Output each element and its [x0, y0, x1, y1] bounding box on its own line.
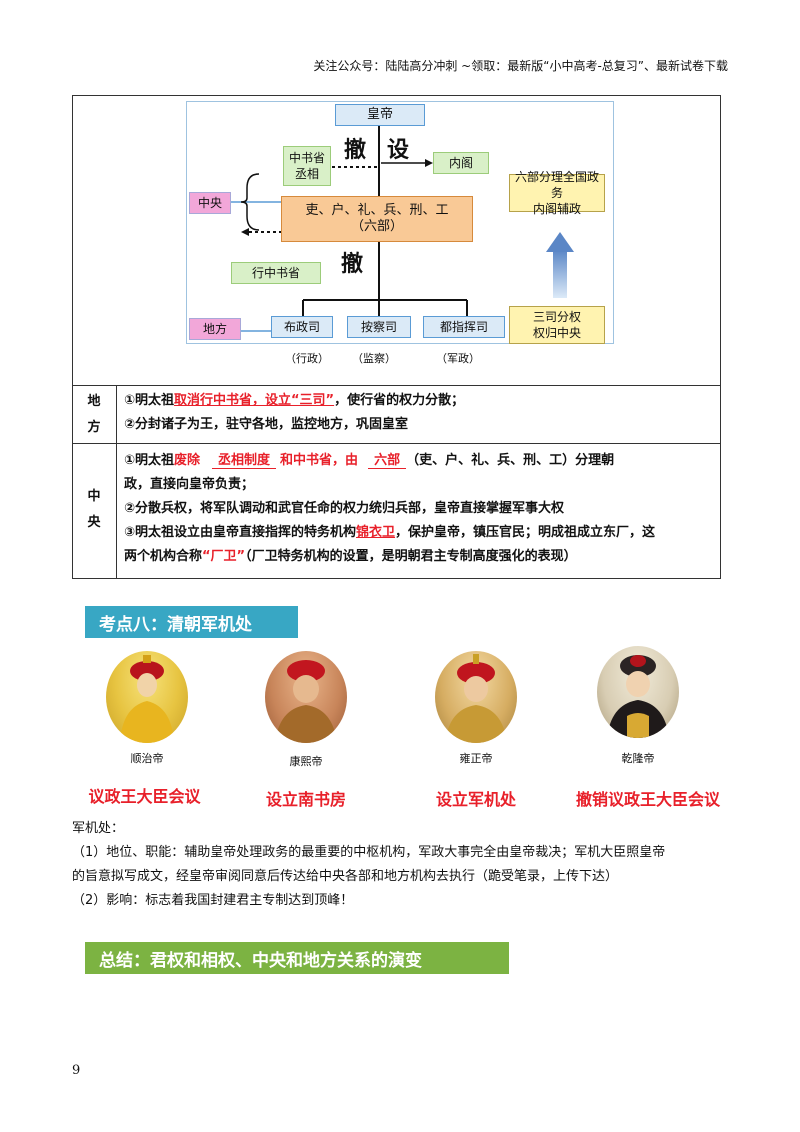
portrait-figure — [445, 654, 507, 743]
emperor-box: 皇帝 — [335, 104, 425, 126]
local-line-1: ①明太祖取消行中书省，设立“三司”，使行省的权力分散； — [124, 388, 464, 414]
para-line: （2）影响：标志着我国封建君主专制达到顶峰！ — [72, 893, 354, 908]
table-row-divider — [72, 385, 721, 386]
portrait-figure — [275, 660, 337, 743]
abolish-mid-label: 撤 — [341, 252, 364, 277]
highlight-text: 取消行中书省，设立“三司” — [174, 393, 335, 408]
highlight-text: “厂卫” — [202, 549, 246, 564]
table-column-divider — [116, 385, 117, 579]
summary-heading: 总结：君权和相权、中央和地方关系的演变 — [85, 942, 509, 974]
head-char: 中 — [87, 489, 101, 504]
central-label: 中央 — [189, 192, 231, 214]
emperor-action: 撤销议政王大臣会议 — [575, 790, 720, 809]
emperor-portrait — [597, 646, 679, 738]
six-ministries-note-box: 六部分理全国政务 内阁辅政 — [509, 170, 605, 216]
establish-label: 设 — [387, 138, 410, 163]
para-title: 军机处： — [72, 821, 125, 836]
local-line-2: ②分封诸子为王，驻守各地，监控地方，巩固皇室 — [124, 417, 409, 432]
text-run: （吏、户、礼、兵、刑、工）分理朝 — [406, 453, 615, 468]
blank-answer: 丞相制度 — [212, 453, 277, 469]
para-line: （1）地位、职能：辅助皇帝处理政务的最重要的中枢机构，军政大事完全由皇帝裁决；军… — [72, 845, 666, 860]
emperor-name: 康熙帝 — [289, 755, 323, 768]
highlight-text: 废除 — [174, 453, 201, 468]
emperor-portrait — [265, 651, 347, 743]
text-run: （厂卫特务机构的设置，是明朝君主专制高度强化的表现） — [245, 549, 577, 564]
xingzhongshu-box: 行中书省 — [231, 262, 321, 284]
six-ministries-names: 吏、户、礼、兵、刑、工 — [305, 203, 449, 218]
section-heading: 考点八：清朝军机处 — [85, 606, 298, 638]
emperor-portrait — [106, 651, 188, 743]
emperor-name: 雍正帝 — [459, 752, 493, 765]
note-line: 内阁辅政 — [532, 202, 581, 216]
duzhihuisi-note: （军政） — [436, 352, 480, 365]
anchasi-box: 按察司 — [347, 316, 411, 338]
central-line-3: ②分散兵权，将军队调动和武官任命的权力统归兵部，皇帝直接掌握军事大权 — [124, 501, 565, 516]
highlight-text: 和中书省，由 — [280, 453, 359, 468]
ming-structure-diagram: 皇帝 撤 设 中书省 丞相 内阁 六部分理全国政务 内阁辅政 中央 吏、户、礼、… — [186, 101, 614, 344]
abolish-top-label: 撤 — [344, 138, 367, 163]
central-line-1: ①明太祖废除丞相制度和中书省，由六部（吏、户、礼、兵、刑、工）分理朝 — [124, 448, 614, 474]
highlight-text: 锦衣卫 — [356, 525, 396, 540]
head-char: 方 — [87, 420, 101, 435]
central-line-4: ③明太祖设立由皇帝直接指挥的特务机构锦衣卫，保护皇帝，镇压官民；明成祖成立东厂，… — [124, 520, 655, 546]
emperor-name: 乾隆帝 — [621, 752, 655, 765]
note-line: 六部分理全国政务 — [514, 170, 599, 200]
portrait-figure — [607, 655, 669, 738]
head-char: 地 — [87, 394, 101, 409]
note-line: 权归中央 — [532, 326, 581, 340]
central-line-5: 两个机构合称“厂卫”（厂卫特务机构的设置，是明朝君主专制高度强化的表现） — [124, 544, 577, 570]
local-label: 地方 — [189, 318, 241, 340]
three-si-note-box: 三司分权 权归中央 — [509, 306, 605, 344]
content-table — [72, 95, 721, 579]
text-run: ①明太祖 — [124, 453, 175, 468]
emperor-action: 议政王大臣会议 — [88, 787, 201, 806]
text-run: ③明太祖设立由皇帝直接指挥的特务机构 — [124, 525, 357, 540]
emperor-name: 顺治帝 — [130, 752, 164, 765]
header-note: 关注公众号：陆陆高分冲刺 ~领取：最新版“小中高考-总复习”、最新试卷下载 — [313, 59, 728, 73]
zhongshu-box: 中书省 丞相 — [283, 146, 331, 186]
duzhihuisi-box: 都指挥司 — [423, 316, 505, 338]
head-char: 央 — [87, 515, 101, 530]
emperor-portrait — [435, 651, 517, 743]
anchasi-note: （监察） — [352, 352, 396, 365]
text-run: ，使行省的权力分散； — [334, 393, 465, 408]
text-run: ，保护皇帝，镇压官民；明成祖成立东厂，这 — [395, 525, 656, 540]
central-line-2: 政，直接向皇帝负责； — [124, 477, 255, 492]
chancellor-name: 丞相 — [294, 167, 319, 181]
local-row-head: 地 方 — [76, 389, 112, 441]
table-row-divider — [72, 443, 721, 444]
text-run: 两个机构合称 — [124, 549, 203, 564]
six-ministries-label: （六部） — [350, 219, 403, 234]
zhongshu-name: 中书省 — [288, 151, 325, 165]
six-ministries-box: 吏、户、礼、兵、刑、工 （六部） — [281, 196, 473, 242]
note-line: 三司分权 — [532, 310, 581, 324]
emperor-action: 设立军机处 — [435, 790, 516, 809]
emperor-action: 设立南书房 — [265, 790, 346, 809]
portrait-figure — [120, 655, 174, 743]
neige-box: 内阁 — [433, 152, 489, 174]
buzhengsi-note: （行政） — [285, 352, 329, 365]
blank-answer: 六部 — [368, 453, 407, 469]
page-number: 9 — [72, 1063, 81, 1078]
text-run: ①明太祖 — [124, 393, 175, 408]
buzhengsi-box: 布政司 — [271, 316, 333, 338]
para-line: 的旨意拟写成文，经皇帝审阅同意后传达给中央各部和地方机构去执行（跪受笔录，上传下… — [72, 869, 619, 884]
central-row-head: 中 央 — [76, 484, 112, 536]
